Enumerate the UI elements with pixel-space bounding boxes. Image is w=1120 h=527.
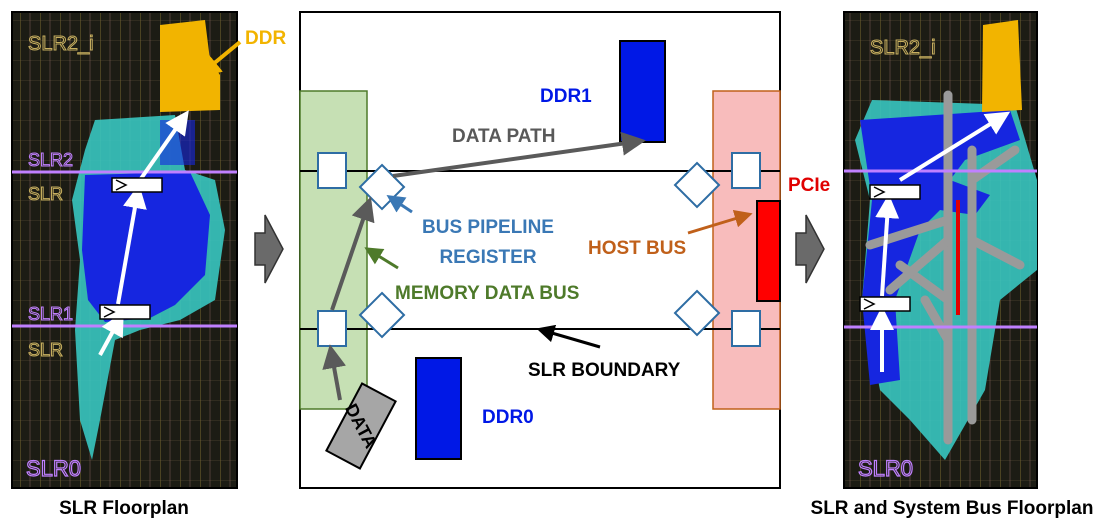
- svg-text:SLR2_i: SLR2_i: [28, 33, 94, 55]
- svg-text:SLR1: SLR1: [28, 304, 73, 324]
- system-bus: [865, 90, 1025, 445]
- right-floorplan: SLR2_i SLR0: [843, 11, 1038, 489]
- svg-text:SLR0: SLR0: [858, 456, 913, 481]
- pcie-label: PCIe: [788, 175, 830, 196]
- svg-text:SLR0: SLR0: [26, 456, 81, 481]
- bus-pipeline-label: BUS PIPELINE: [422, 217, 554, 238]
- ddr1-block: [619, 40, 666, 143]
- svg-text:SLR2_i: SLR2_i: [870, 37, 936, 59]
- bus-pipeline-label: REGISTER: [439, 247, 536, 268]
- host-bus-label: HOST BUS: [588, 238, 686, 259]
- pipeline-register-icon: [869, 184, 921, 200]
- right-caption: SLR and System Bus Floorplan: [811, 498, 1094, 519]
- bus-pipeline-diamond: [673, 289, 721, 337]
- register-square: [731, 310, 761, 347]
- svg-text:SLR: SLR: [28, 184, 63, 204]
- svg-text:SLR2: SLR2: [28, 150, 73, 170]
- bus-pipeline-diamond: [673, 161, 721, 209]
- pipeline-register-icon: [99, 304, 151, 320]
- pipeline-register-icon: [111, 177, 163, 193]
- register-square: [317, 152, 347, 189]
- pcie-block: [756, 200, 781, 302]
- bus-pipeline-diamond: [358, 291, 406, 339]
- svg-text:SLR: SLR: [28, 340, 63, 360]
- data-block: [325, 382, 397, 470]
- ddr0-block: [415, 357, 462, 460]
- slr-boundary-label: SLR BOUNDARY: [528, 360, 681, 381]
- left-floorplan: SLR2_i SLR2 SLR SLR1 SLR SLR0: [11, 11, 242, 489]
- register-square: [317, 310, 347, 347]
- data-path-label: DATA PATH: [452, 126, 555, 147]
- ddr1-label: DDR1: [540, 86, 592, 107]
- memory-data-bus-label: MEMORY DATA BUS: [395, 283, 579, 304]
- ddr0-label: DDR0: [482, 407, 534, 428]
- ddr-label: DDR: [245, 28, 286, 49]
- register-square: [731, 152, 761, 189]
- chevron-right-icon: [254, 214, 284, 284]
- pipeline-register-icon: [859, 296, 911, 312]
- left-caption: SLR Floorplan: [59, 498, 189, 519]
- center-diagram: [299, 11, 781, 489]
- chevron-right-icon: [795, 214, 825, 284]
